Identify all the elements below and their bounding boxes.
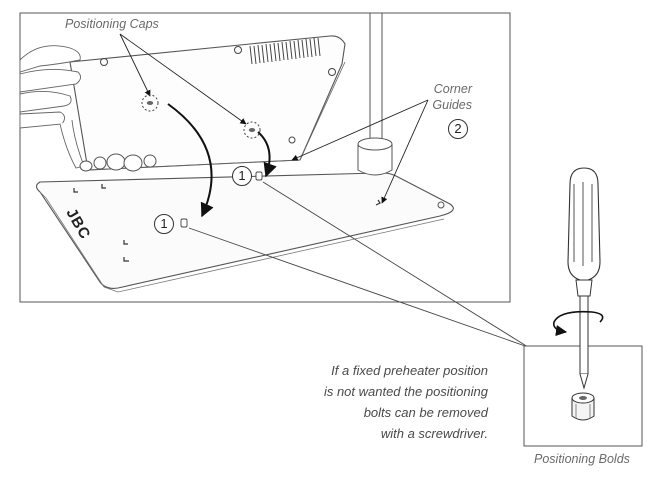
step-marker-1a: 1 xyxy=(154,214,174,234)
bolt-markers xyxy=(180,171,263,228)
corner-guides-label-line1: Corner xyxy=(433,82,472,96)
screwdriver xyxy=(567,167,601,390)
note-line-2: is not wanted the positioning xyxy=(323,384,488,399)
instruction-note: If a fixed preheater position is not wan… xyxy=(296,360,488,444)
hand xyxy=(19,45,85,169)
step-marker-1b: 1 xyxy=(232,166,252,186)
corner-guides-label: Corner Guides xyxy=(414,81,472,114)
corner-guides-callout xyxy=(291,99,429,204)
positioning-bolds-label: Positioning Bolds xyxy=(534,452,630,466)
preheater-stand xyxy=(69,35,346,171)
corner-guides-label-line2: Guides xyxy=(432,98,472,113)
cap-highlight-2 xyxy=(243,121,261,139)
stand-pole xyxy=(357,13,393,176)
cap-highlight-1 xyxy=(141,94,159,112)
positioning-caps-label: Positioning Caps xyxy=(65,17,159,31)
knobs xyxy=(79,153,157,172)
base-plate xyxy=(35,172,454,293)
positioning-caps-callout xyxy=(119,33,247,125)
leader-lines xyxy=(188,181,529,348)
note-line-4: with a screwdriver. xyxy=(380,426,488,441)
curved-arrow-1 xyxy=(167,103,214,218)
note-line-3: bolts can be removed xyxy=(363,405,488,420)
curved-arrow-2 xyxy=(257,131,277,178)
main-illustration-frame xyxy=(19,12,511,303)
rotation-arrow xyxy=(552,310,604,337)
positioning-bolt xyxy=(571,392,595,421)
step-marker-2: 2 xyxy=(448,119,468,139)
note-line-1: If a fixed preheater position xyxy=(331,363,488,378)
